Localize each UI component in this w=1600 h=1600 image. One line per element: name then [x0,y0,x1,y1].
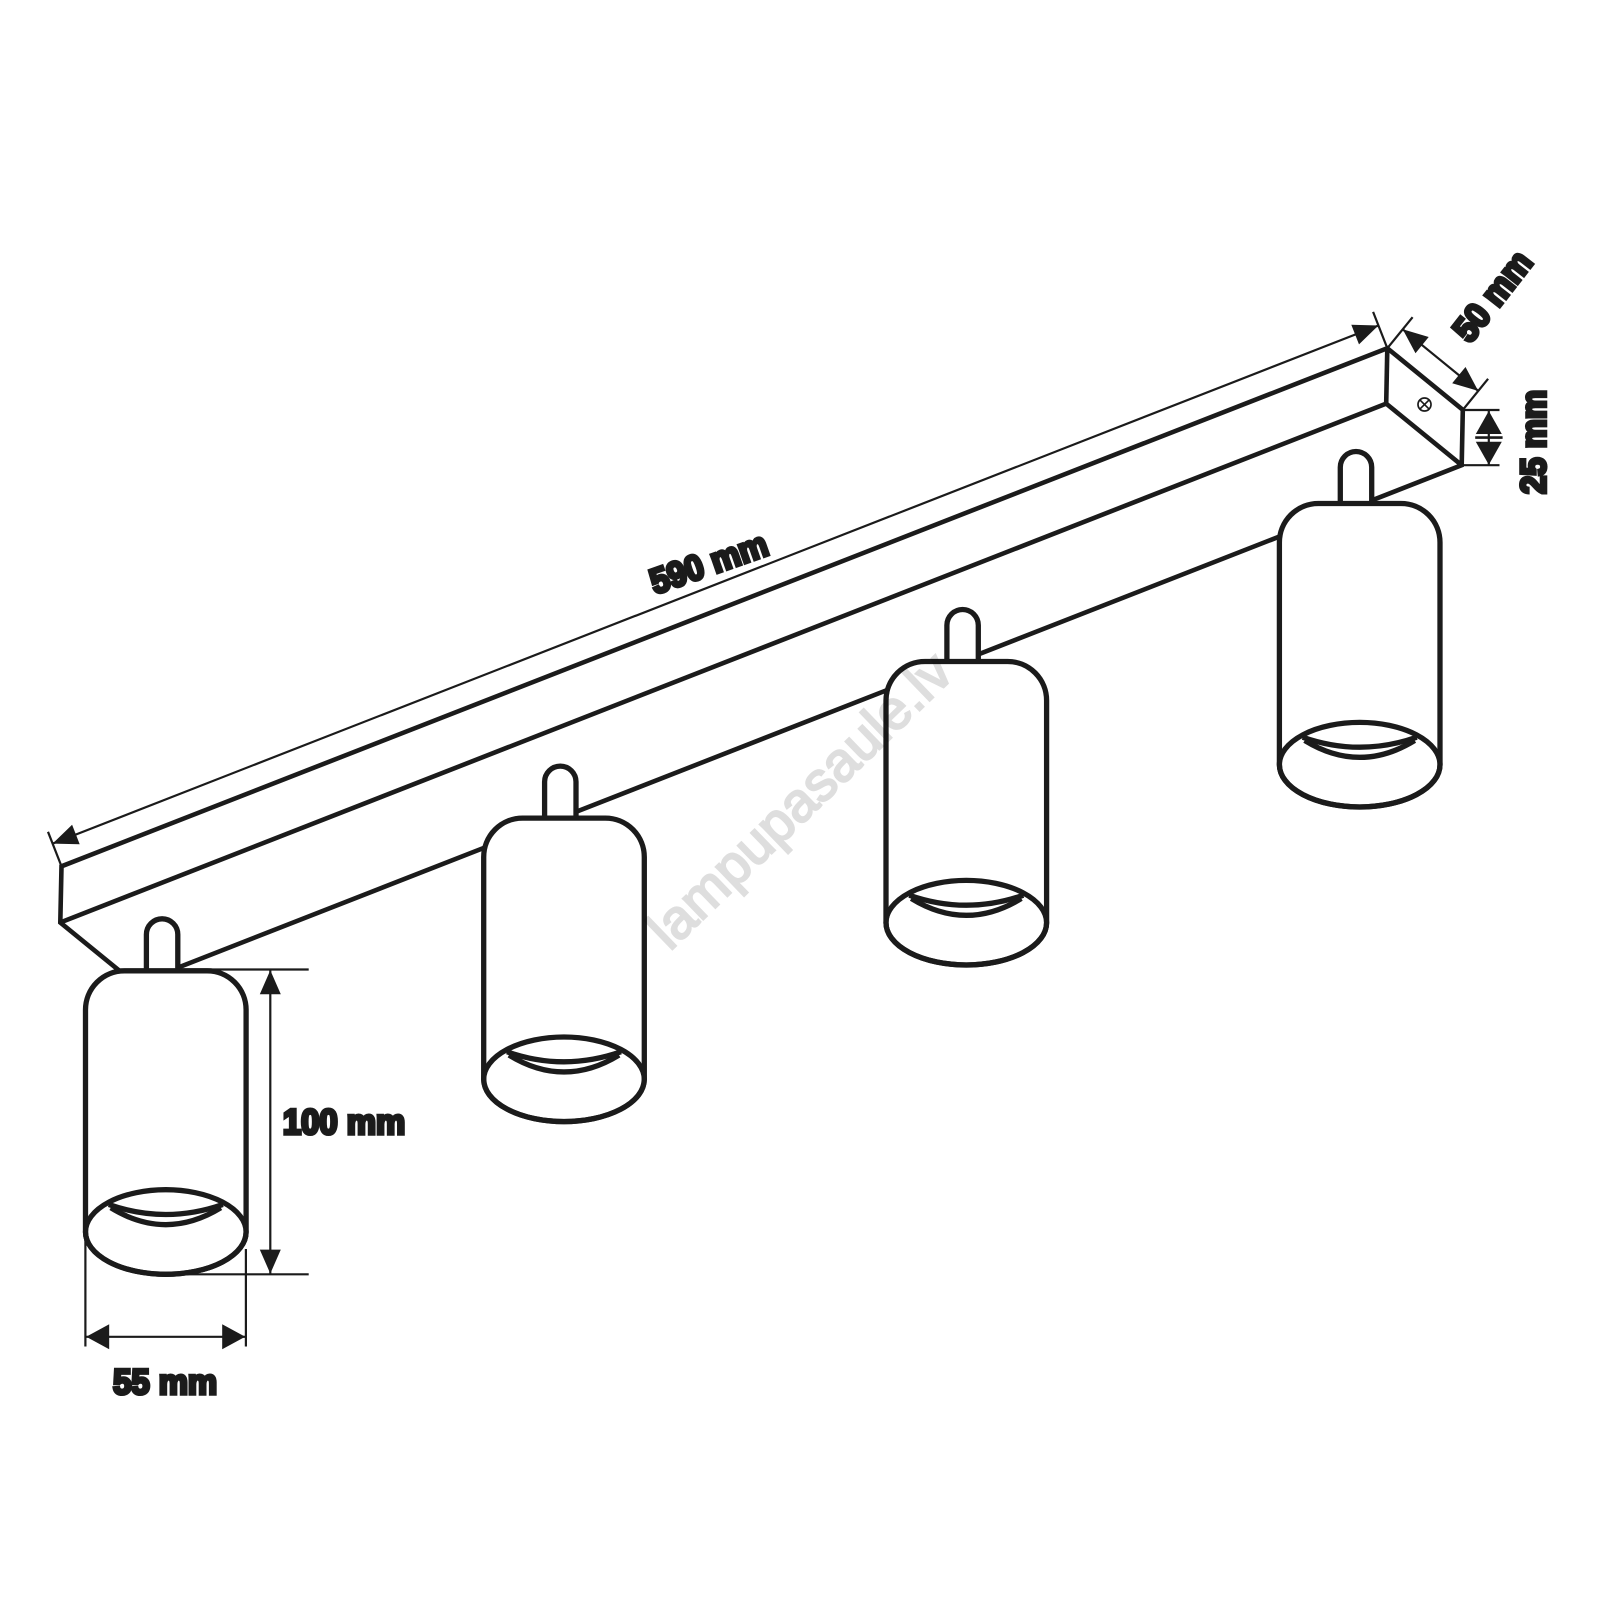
svg-text:25 mm: 25 mm [1514,390,1553,494]
svg-text:55 mm: 55 mm [113,1363,217,1402]
svg-text:100 mm: 100 mm [283,1103,405,1142]
